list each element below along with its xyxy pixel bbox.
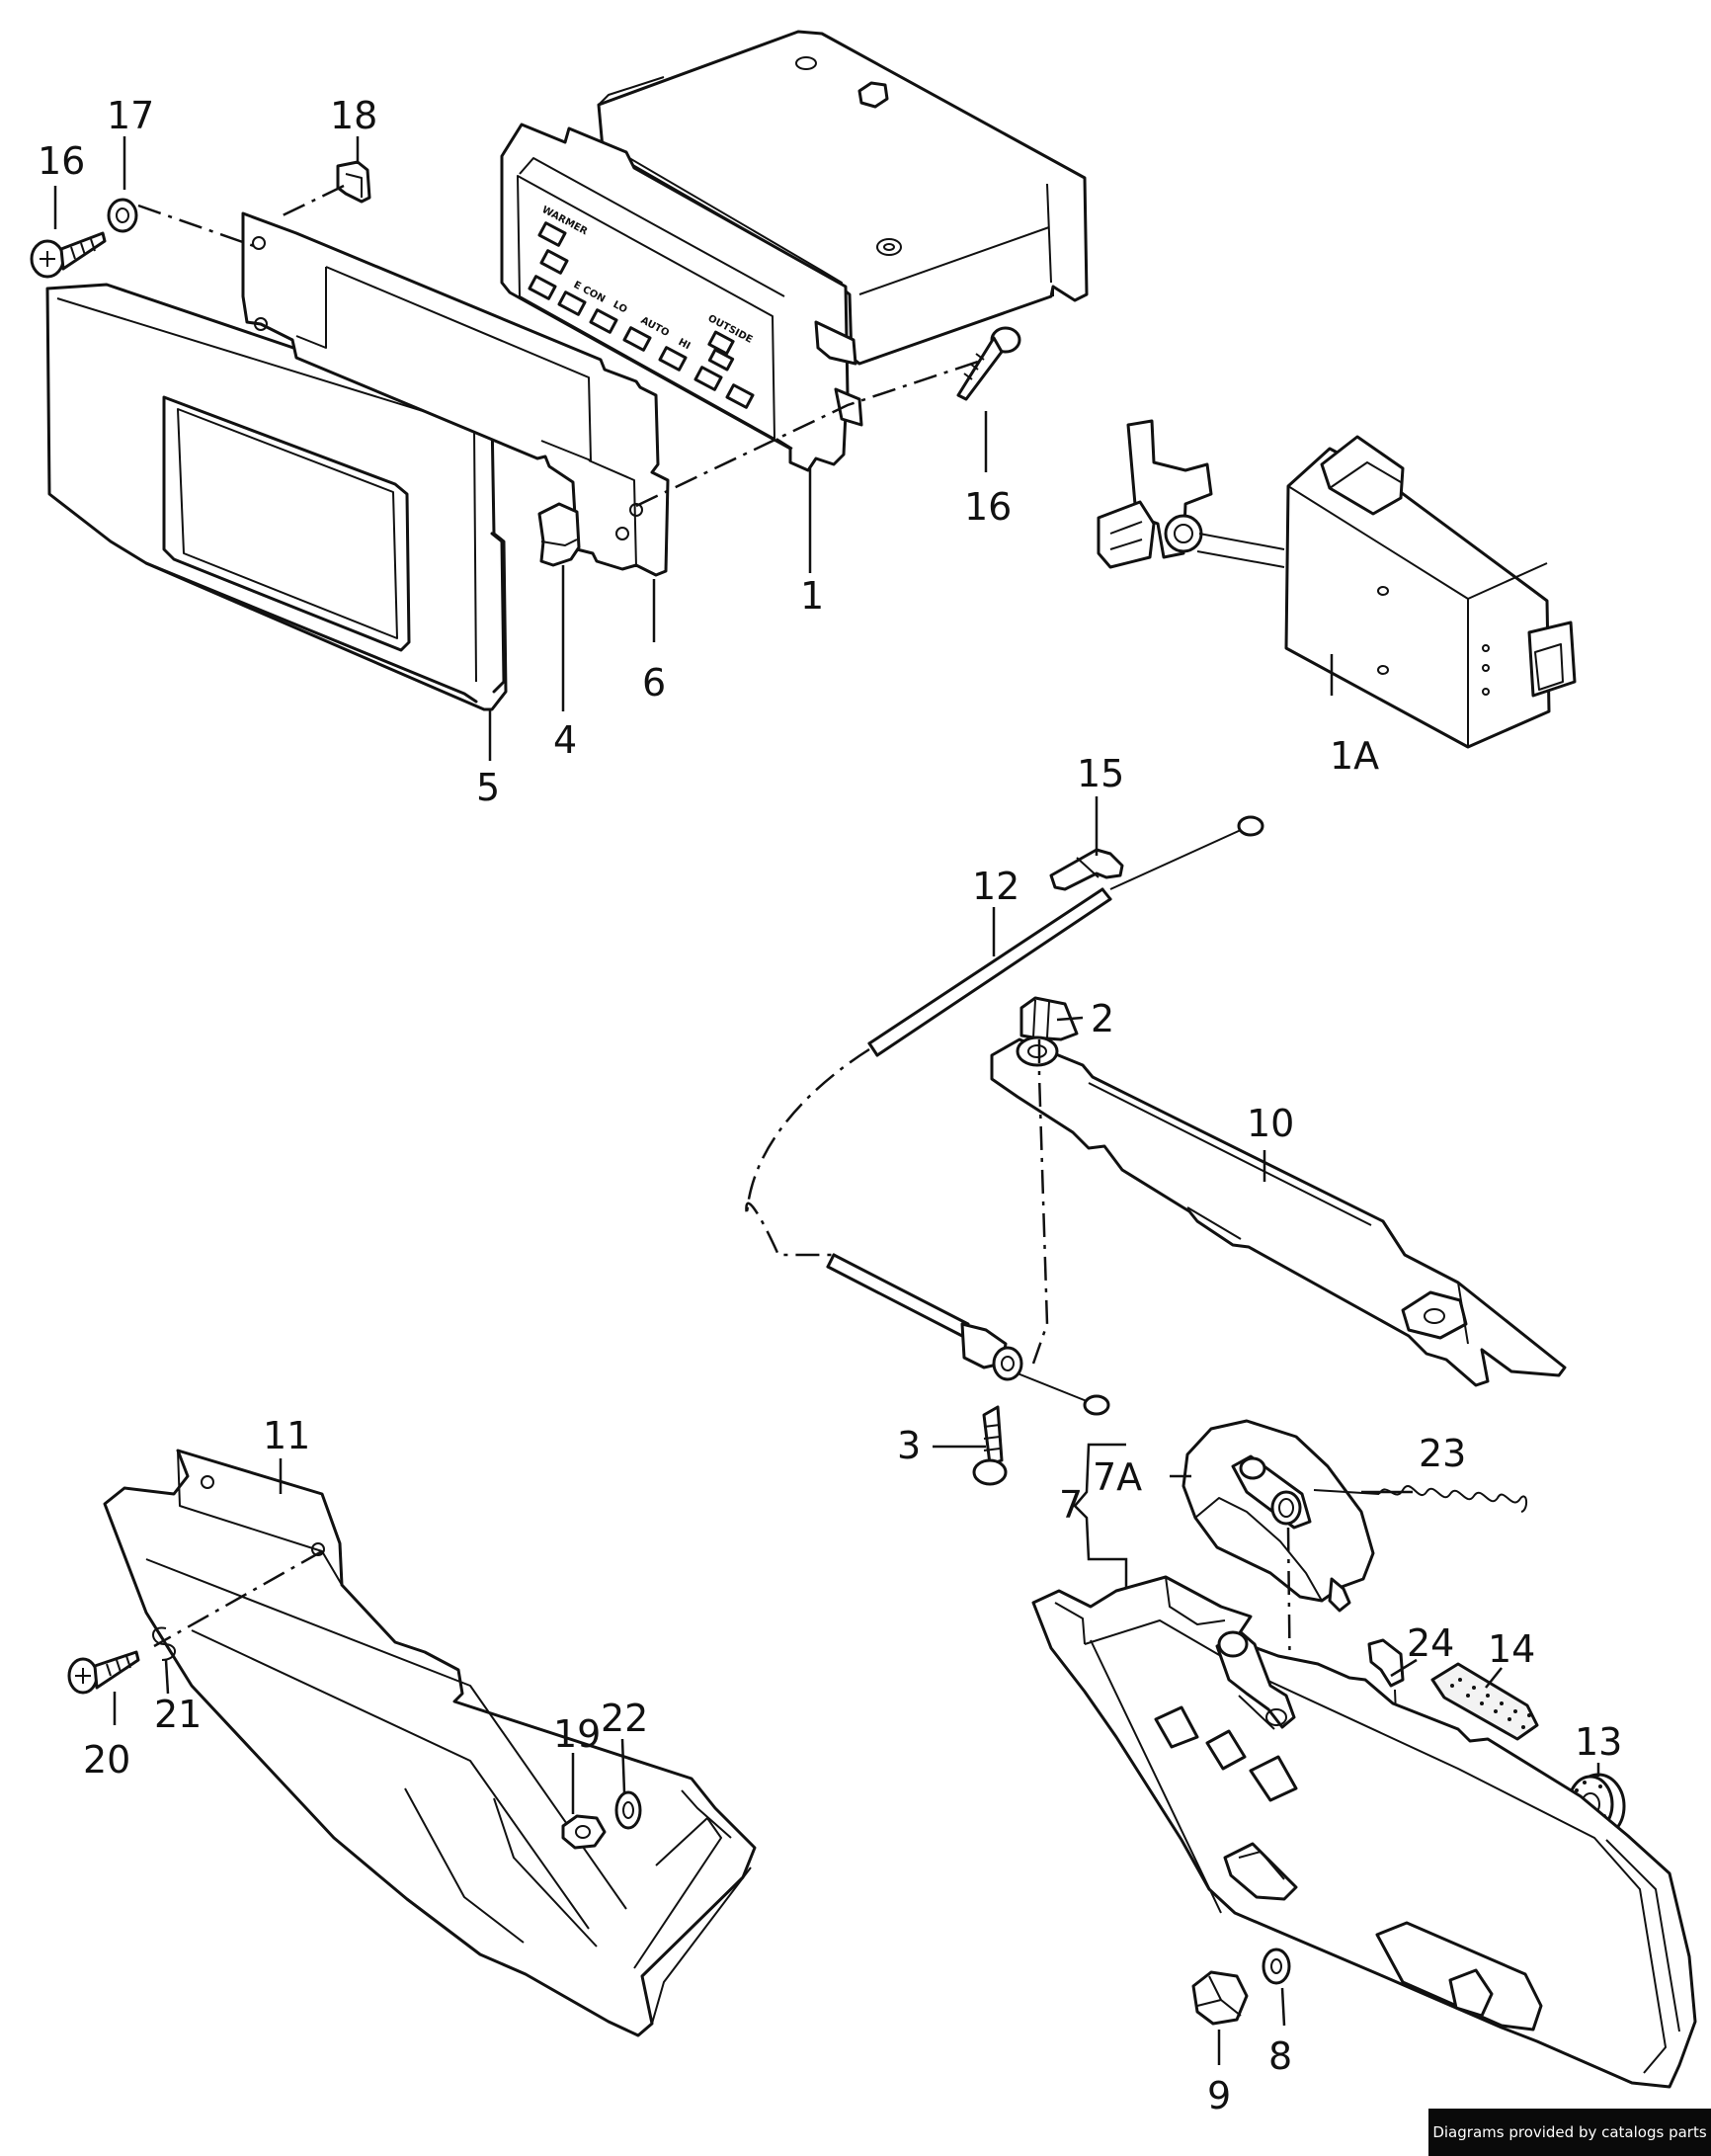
- part-9-cap-nut[interactable]: [1191, 1970, 1249, 2026]
- callout-6: 6: [642, 661, 666, 705]
- part-16-screw-left[interactable]: [30, 231, 107, 279]
- callout-12: 12: [972, 865, 1019, 908]
- callout-16-left: 16: [38, 139, 85, 183]
- callout-15: 15: [1077, 752, 1124, 795]
- callout-17: 17: [107, 94, 154, 137]
- part-22-washer[interactable]: [614, 1790, 642, 1830]
- callout-8: 8: [1268, 2034, 1292, 2078]
- callout-19: 19: [553, 1712, 601, 1756]
- callout-18: 18: [330, 94, 377, 137]
- part-7-glovebox-lid[interactable]: [1031, 1575, 1697, 2089]
- part-14-foam-pad[interactable]: [1430, 1662, 1539, 1741]
- part-1-control-head[interactable]: WARMER E CON LO AUTO HI OUTSIDE: [500, 30, 1089, 472]
- part-7a-lock[interactable]: [1181, 1419, 1375, 1613]
- callout-23: 23: [1419, 1432, 1466, 1475]
- part-11-bracket[interactable]: [103, 1449, 757, 2037]
- part-21-spring-washer[interactable]: [152, 1626, 176, 1661]
- callout-3: 3: [897, 1424, 921, 1467]
- part-12-bowden-cable[interactable]: [745, 815, 1264, 1416]
- callout-13: 13: [1575, 1720, 1622, 1764]
- part-23-spring[interactable]: [1313, 1485, 1527, 1513]
- part-3-screw[interactable]: [972, 1405, 1008, 1486]
- part-6-bracket[interactable]: [241, 211, 670, 577]
- part-4-clip[interactable]: [537, 502, 581, 567]
- callout-21: 21: [154, 1693, 202, 1736]
- callout-2: 2: [1091, 997, 1114, 1040]
- part-1a-module[interactable]: [1097, 419, 1577, 749]
- callout-7: 7: [1059, 1483, 1083, 1527]
- callout-22: 22: [601, 1697, 648, 1740]
- part-19-hex-nut[interactable]: [561, 1814, 607, 1850]
- axis-line-2-3: [1031, 1039, 1049, 1365]
- axis-line-11-21: [153, 1549, 323, 1648]
- leader-lines: [53, 136, 1600, 2065]
- callout-16-right: 16: [964, 485, 1012, 529]
- callout-10: 10: [1247, 1102, 1294, 1145]
- callout-1: 1: [800, 574, 824, 618]
- part-8-washer[interactable]: [1262, 1948, 1291, 1985]
- callout-11: 11: [263, 1414, 310, 1457]
- part-16-screw-right[interactable]: [956, 326, 1021, 401]
- callout-14: 14: [1488, 1627, 1535, 1671]
- part-15-cable-clip[interactable]: [1049, 848, 1124, 891]
- callout-7a: 7A: [1093, 1455, 1142, 1499]
- part-18-clip[interactable]: [336, 160, 371, 204]
- callout-4: 4: [553, 718, 577, 762]
- part-17-washer[interactable]: [107, 198, 138, 233]
- part-10-lever-bracket[interactable]: [990, 1036, 1567, 1387]
- axis-line-17-6: [137, 204, 258, 249]
- brace-7: [1073, 1443, 1128, 1587]
- panel-hi-text: HI: [677, 337, 693, 352]
- axis-line-18-6: [278, 184, 345, 219]
- callout-9: 9: [1207, 2074, 1231, 2117]
- callout-1a: 1A: [1330, 734, 1379, 778]
- callout-24: 24: [1407, 1621, 1454, 1665]
- callout-5: 5: [476, 766, 500, 809]
- diagram-credit: Diagrams provided by catalogs parts: [1428, 2109, 1711, 2156]
- part-2-clip-nut[interactable]: [1019, 996, 1079, 1041]
- part-20-screw[interactable]: [67, 1650, 140, 1695]
- callout-20: 20: [83, 1738, 130, 1782]
- axis-line-6-1: [635, 360, 979, 508]
